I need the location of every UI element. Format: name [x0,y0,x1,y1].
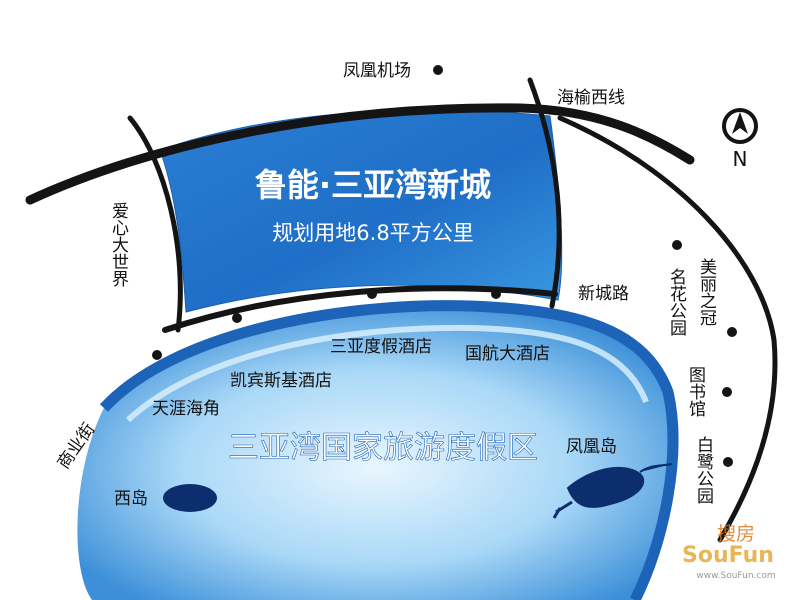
dot-xincheng-3[interactable] [491,289,501,299]
label-tianya: 天涯海角 [152,399,220,419]
dot-shangye[interactable] [152,350,162,360]
dot-xincheng-2[interactable] [367,289,377,299]
label-haiyu-west: 海榆西线 [557,88,625,108]
compass-north-icon [722,108,758,144]
dot-minghua[interactable] [672,240,682,250]
new-city-subtitle: 规划用地6.8平方公里 [272,221,473,245]
label-library: 图书馆 [685,366,706,417]
phoenix-island-shape [566,463,673,508]
label-phoenix-island: 凤凰岛 [566,437,617,457]
dot-meili[interactable] [727,327,737,337]
label-bailu-park: 白鹭公园 [693,436,714,504]
road-east-arc [557,115,778,543]
dot-bailu[interactable] [723,457,733,467]
compass-letter: N [733,147,748,171]
phoenix-island-causeway [552,500,573,519]
dot-xincheng-1[interactable] [232,313,242,323]
west-island-shape [163,484,217,512]
watermark-cn: 搜房 [717,523,755,545]
label-minghua-park: 名花公园 [666,268,687,336]
label-aixin: 爱心大世界 [108,202,129,287]
watermark-en: SouFun [682,543,774,568]
dot-airport[interactable] [433,65,443,75]
soufun-watermark: 搜房 SouFun www.SouFun.com [682,523,776,581]
label-airport: 凤凰机场 [343,61,411,81]
resort-zone-name: 三亚湾国家旅游度假区 [228,430,538,466]
road-xincheng [162,285,558,333]
road-aixin-west [127,115,183,333]
label-west-island: 西岛 [114,489,148,509]
label-kempinski: 凯宾斯基酒店 [230,371,332,391]
label-airchina-hotel: 国航大酒店 [465,344,550,364]
watermark-url: www.SouFun.com [696,571,775,581]
label-xincheng-road: 新城路 [578,284,629,304]
road-haiyu-west [527,77,562,309]
coastline [99,300,679,600]
sea-area [77,305,673,600]
main-road-north [25,103,695,205]
new-city-title: 鲁能·三亚湾新城 [255,166,491,204]
label-meili-zhiguan: 美丽之冠 [696,258,717,326]
dot-library[interactable] [722,387,732,397]
location-dots [152,65,737,467]
label-sanya-resort-hotel: 三亚度假酒店 [330,337,432,357]
inner-shore [125,324,649,423]
